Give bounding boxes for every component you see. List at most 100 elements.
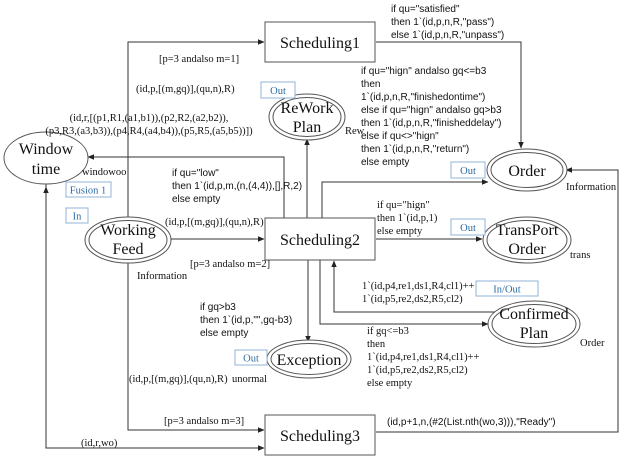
type-label-exception: unormal xyxy=(232,374,267,385)
inscription-line: then xyxy=(367,339,386,350)
place-label-line1: Window xyxy=(19,141,74,158)
svg-text:Out: Out xyxy=(460,166,476,177)
place-label-line1: ReWork xyxy=(281,100,334,117)
inscription-line: 1`(id,p4,re1,ds1,R4,cl1)++ xyxy=(362,281,475,292)
arc-workingfeed-to-scheduling3 xyxy=(127,262,265,433)
inscription-scheduling3-window-input: (id,r,wo) xyxy=(81,438,118,449)
arc-scheduling1-to-order xyxy=(376,41,524,149)
type-label-window-time: windowoo xyxy=(82,167,126,178)
inscription-line: if qu="low" xyxy=(172,168,219,179)
inscription-window-time-tuple: (id,r,[(p1,R1,(a1,b1)),(p2,R2,(a2,b2)), (… xyxy=(45,113,253,137)
inscription-line: else if qu<>"hign" xyxy=(361,131,439,142)
tag-order-out: Out xyxy=(450,161,486,179)
svg-text:Fusion 1: Fusion 1 xyxy=(70,186,106,197)
inscription-scheduling2-to-transport: if qu="hign" then 1`(id,p,1) else empty xyxy=(377,200,438,237)
inscription-line: (id,p,[(m,gq)],(qu,n),R) xyxy=(136,84,235,95)
transition-label: Scheduling1 xyxy=(280,35,360,52)
inscription-line: if qu="hign" xyxy=(377,200,430,211)
guard-scheduling2: [p=3 andalso m=2] xyxy=(190,259,270,270)
inscription-line: then 1`(id,p,m,(n,(4,4)),[],R,2) xyxy=(172,180,302,192)
type-label-transport-order: trans xyxy=(570,250,590,261)
tag-working-in: In xyxy=(65,207,89,224)
inscription-confirmedplan-to-scheduling2: 1`(id,p4,re1,ds1,R4,cl1)++ 1`(id,p5,re2,d… xyxy=(362,281,475,305)
arc-scheduling2-to-windowtime xyxy=(87,154,285,230)
svg-text:In/Out: In/Out xyxy=(493,285,520,296)
place-label-line1: Working xyxy=(100,222,156,239)
place-rework-plan[interactable]: ReWork Plan xyxy=(268,93,346,141)
inscription-line: then 1`(id,p,n,R,"pass") xyxy=(391,16,494,28)
inscription-line: else if qu="hign" andalso gq>b3 xyxy=(361,105,502,116)
inscription-scheduling2-to-confirmedplan: if gq<=b3 then 1`(id,p4,re1,ds1,R4,cl1)++ 1… xyxy=(367,326,480,389)
inscription-line: else empty xyxy=(172,194,220,205)
tag-confirmed-inout: In/Out xyxy=(475,280,539,297)
inscription-scheduling3-to-order: (id,p+1,n,(#2(List.nth(wo,3))),"Ready") xyxy=(387,417,556,428)
place-label-line2: Plan xyxy=(293,119,321,136)
place-confirmed-plan[interactable]: Confirmed Plan xyxy=(487,300,581,348)
place-transport-order[interactable]: TransPort Order xyxy=(482,216,572,264)
inscription-scheduling2-input: (id,p,[(m,gq)],(qu,n),R) xyxy=(165,217,264,228)
inscription-line: then 1`(id,p,"",gq-b3) xyxy=(200,314,292,326)
inscription-line: then xyxy=(361,79,380,90)
inscription-line: if gq>b3 xyxy=(200,302,236,313)
transition-label: Scheduling3 xyxy=(280,428,360,445)
inscription-line: if qu="satisfied" xyxy=(391,4,460,15)
transition-scheduling1[interactable]: Scheduling1 xyxy=(264,21,376,63)
guard-scheduling3: [p=3 andalso m=3] xyxy=(164,416,244,427)
inscription-line: (id,p+1,n,(#2(List.nth(wo,3))),"Ready") xyxy=(387,417,556,428)
place-label-line1: TransPort xyxy=(496,222,559,239)
inscription-line: if qu="hign" andalso gq<=b3 xyxy=(361,66,487,77)
inscription-line: else 1`(id,p,n,R,"unpass") xyxy=(391,29,504,41)
inscription-line: if gq<=b3 xyxy=(367,326,409,337)
transition-scheduling2[interactable]: Scheduling2 xyxy=(264,217,376,261)
place-window-time[interactable]: Window time xyxy=(3,131,89,185)
inscription-line: else empty xyxy=(361,157,409,168)
inscription-scheduling1-to-order: if qu="satisfied"then 1`(id,p,n,R,"pass"… xyxy=(391,4,504,41)
place-working-feed[interactable]: Working Feed xyxy=(84,216,172,264)
tag-transport-out: Out xyxy=(450,218,486,236)
place-label-line1: Confirmed xyxy=(499,306,568,323)
inscription-line: else empty xyxy=(200,328,248,339)
type-label-order: Information xyxy=(566,182,617,193)
inscription-line: (id,p,[(m,gq)],(qu,n),R) xyxy=(165,217,264,228)
inscription-line: then 1`(id,p,1) xyxy=(377,213,438,224)
arc-scheduling2-to-order xyxy=(321,179,489,218)
arc-windowtime-to-scheduling3 xyxy=(45,184,264,449)
inscription-line: then 1`(id,p,n,R,"return") xyxy=(361,143,469,155)
inscription-line: else empty xyxy=(377,226,423,237)
inscription-line: (id,r,wo) xyxy=(81,438,118,449)
inscription-scheduling2-to-windowtime: if qu="low"then 1`(id,p,m,(n,(4,4)),[],R… xyxy=(172,168,302,205)
svg-text:Out: Out xyxy=(243,354,259,365)
place-label: Order xyxy=(508,163,546,180)
place-label-line2: Order xyxy=(508,241,546,258)
inscription-line: then 1`(id,p,n,R,"finisheddelay") xyxy=(361,117,502,129)
place-label: Exception xyxy=(277,352,342,369)
inscription-line: (id,r,[(p1,R1,(a1,b1)),(p2,R2,(a2,b2)), xyxy=(70,113,229,124)
place-label-line2: Feed xyxy=(112,241,143,258)
inscription-scheduling1-input: (id,p,[(m,gq)],(qu,n),R) xyxy=(136,84,235,95)
svg-text:Out: Out xyxy=(270,86,286,97)
place-order[interactable]: Order xyxy=(486,148,568,192)
arc-confirmedplan-to-scheduling2 xyxy=(331,260,495,313)
transition-scheduling3[interactable]: Scheduling3 xyxy=(264,414,376,456)
tag-rework-out: Out xyxy=(260,81,296,99)
inscription-line: else empty xyxy=(367,378,413,389)
tag-exception-out: Out xyxy=(234,349,268,366)
inscription-line: (id,p,[(m,gq)],(qu,n),R) xyxy=(129,374,228,385)
inscription-line: 1`(id,p,n,R,"finishedontime") xyxy=(361,91,485,103)
inscription-line: 1`(id,p4,re1,ds1,R4,cl1)++ xyxy=(367,352,480,363)
type-label-confirmed-plan: Order xyxy=(580,338,605,349)
tag-fusion: Fusion 1 xyxy=(65,181,112,198)
arc-scheduling2-to-confirmedplan xyxy=(319,260,489,327)
svg-text:Out: Out xyxy=(460,223,476,234)
inscription-scheduling3-input: (id,p,[(m,gq)],(qu,n),R) xyxy=(129,374,228,385)
arc-workingfeed-to-scheduling1 xyxy=(127,39,265,218)
inscription-line: 1`(id,p5,re2,ds2,R5,cl2) xyxy=(367,365,468,376)
inscription-line: (p3,R3,(a3,b3)),(p4,R4,(a4,b4)),(p5,R5,(… xyxy=(45,126,253,137)
arcs xyxy=(43,39,619,451)
inscription-line: 1`(id,p5,re2,ds2,R5,cl2) xyxy=(362,294,463,305)
svg-text:In: In xyxy=(73,212,82,223)
arc-scheduling3-to-order xyxy=(376,167,619,433)
place-exception[interactable]: Exception xyxy=(266,339,352,379)
